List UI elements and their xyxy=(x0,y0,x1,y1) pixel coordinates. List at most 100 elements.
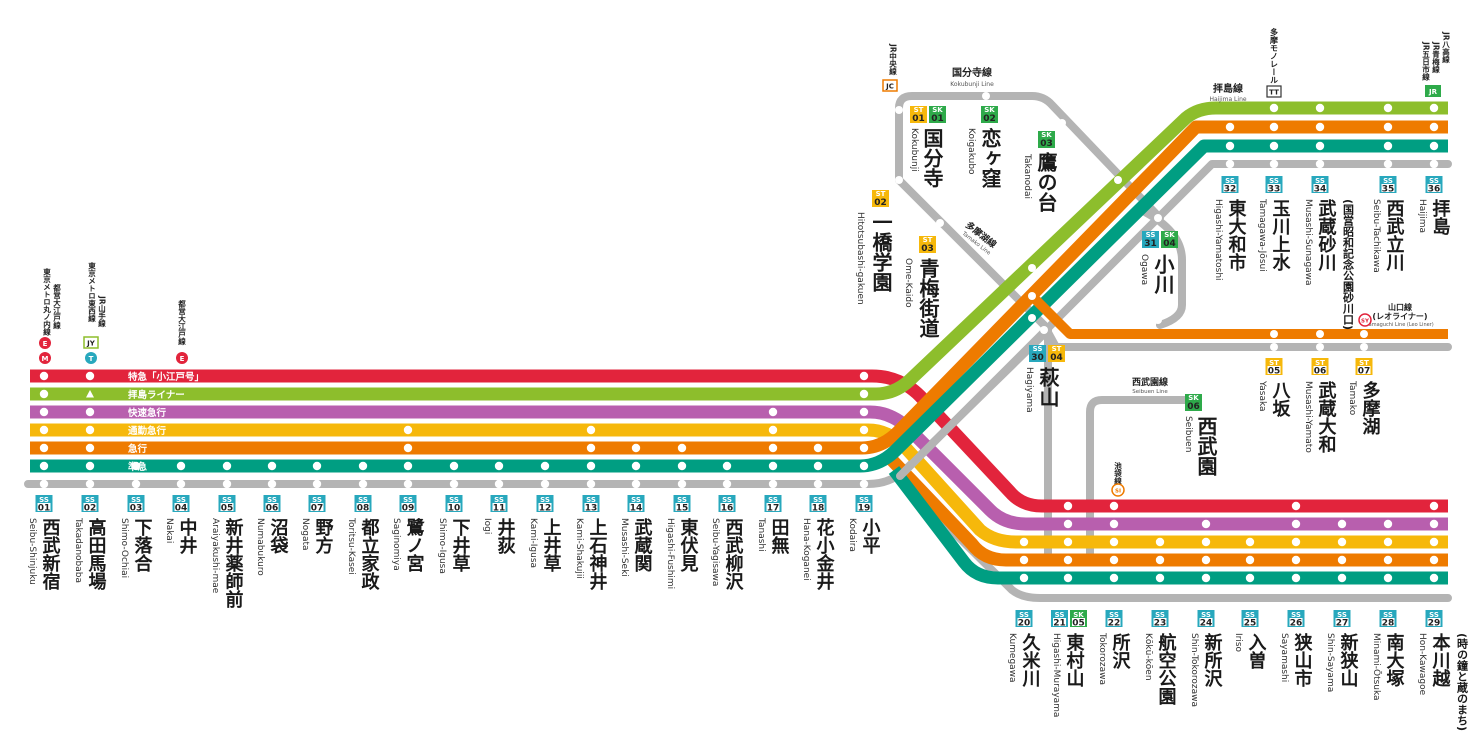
main-romaji-06: Numabukuro xyxy=(255,518,265,576)
station-hagiyama[interactable]: SS 30 ST 04 萩山 Hagiyama xyxy=(1024,345,1065,413)
main-name-12: 上井草 xyxy=(541,518,562,572)
track-limited-express xyxy=(30,369,1448,513)
romaji-ogawa: Ogawa xyxy=(1139,254,1149,285)
romaji-hagiyama: Hagiyama xyxy=(1024,367,1034,413)
stop-dot xyxy=(586,461,596,471)
svg-text:05: 05 xyxy=(221,504,234,514)
stop-dot xyxy=(312,479,322,489)
station-ome-kaido[interactable]: ST 03 青梅街道 Ome-Kaido xyxy=(903,236,940,338)
svg-text:SS: SS xyxy=(85,496,95,504)
stop-dot xyxy=(768,443,778,453)
station-seibuen[interactable]: SK 06 西武園 Seibuen xyxy=(1183,394,1218,477)
north-romaji-35: Seibu-Tachikawa xyxy=(1371,199,1381,273)
name-koigakubo: 恋ヶ窪 xyxy=(978,127,1002,189)
svg-text:09: 09 xyxy=(402,504,415,514)
south-stop-dot xyxy=(1109,519,1119,529)
main-name-14: 武蔵関 xyxy=(632,518,653,572)
stop-dot xyxy=(586,479,596,489)
badge-sk-koigakubo: SK xyxy=(984,106,995,114)
badge-ss-hagiyama: SS xyxy=(1033,345,1043,353)
stop-dot xyxy=(859,461,869,471)
station-koigakubo[interactable]: SK 02 恋ヶ窪 Koigakubo xyxy=(966,106,1002,189)
station-ogawa[interactable]: SS 31 SK 04 小川 Ogawa xyxy=(1139,231,1178,295)
main-name-06: 沼袋 xyxy=(268,517,290,555)
north-stop-dot xyxy=(1315,122,1325,132)
stop-dot xyxy=(403,461,413,471)
label-jr-chuo: JR中央線 xyxy=(888,43,897,76)
south-line-dots xyxy=(1019,501,1439,583)
main-name-19: 小平 xyxy=(860,518,881,555)
name-hagiyama: 萩山 xyxy=(1036,366,1060,407)
stop-dot xyxy=(39,425,49,435)
north-name-32: 東大和市 xyxy=(1226,198,1247,272)
south-stop-dot xyxy=(1337,555,1347,565)
north-stop-dot xyxy=(1429,122,1439,132)
stop-dot xyxy=(722,461,732,471)
south-name-23: 航空公園 xyxy=(1156,632,1177,706)
svg-text:36: 36 xyxy=(1428,185,1441,195)
stop-dot xyxy=(39,407,49,417)
svg-text:21: 21 xyxy=(1053,619,1066,629)
main-name-17: 田無 xyxy=(769,518,790,555)
station-hitotsubashi-gakuen[interactable]: ST 02 一橋学園 Hitotsubashi-gakuen xyxy=(855,190,893,305)
stop-dot xyxy=(631,443,641,453)
svg-text:SS: SS xyxy=(1245,611,1255,619)
main-romaji-02: Takadanobaba xyxy=(73,517,83,583)
south-name-28: 南大塚 xyxy=(1384,632,1405,687)
badge-si-circle xyxy=(1111,483,1125,497)
main-romaji-18: Hana-Koganei xyxy=(801,518,811,581)
station-takanodai[interactable]: SK 03 鷹の台 Takanodai xyxy=(1022,131,1058,212)
stop-dot xyxy=(631,461,641,471)
svg-text:27: 27 xyxy=(1336,619,1349,629)
tamako-name-07: 多摩湖 xyxy=(1360,380,1381,436)
north-stop-dot xyxy=(1225,159,1235,169)
track-express-south xyxy=(885,453,1448,567)
south-romaji-21: Higashi-Murayama xyxy=(1051,633,1061,717)
romaji-takanodai: Takanodai xyxy=(1022,153,1032,199)
svg-text:SS: SS xyxy=(813,496,823,504)
main-name-13: 上石神井 xyxy=(587,518,609,591)
track-haijima-liner xyxy=(30,101,1448,401)
station-kokubunji[interactable]: ST 01 SK 01 国分寺 Kokubunji xyxy=(909,106,946,188)
badge-e-text-1: E xyxy=(43,340,48,348)
